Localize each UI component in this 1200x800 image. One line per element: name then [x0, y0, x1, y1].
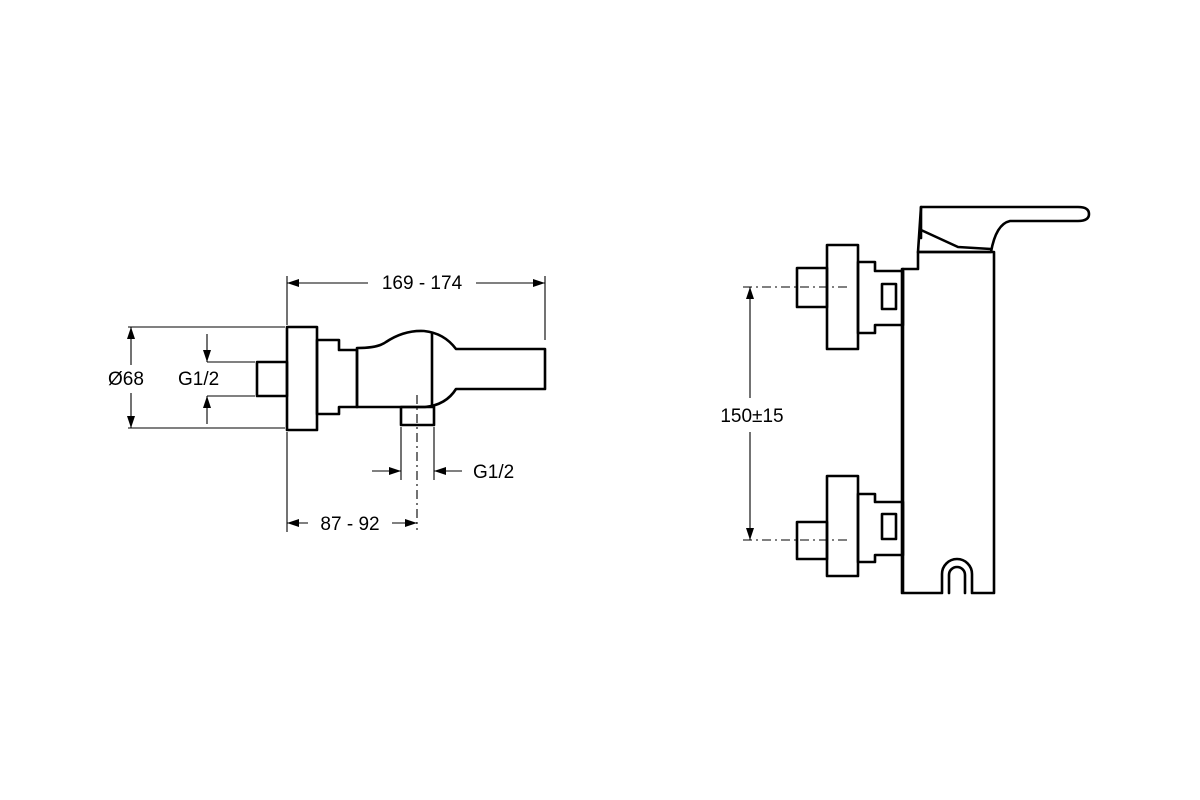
bottom-inlet [795, 474, 905, 578]
overall-length-label: 169 - 174 [382, 273, 463, 294]
flange-neck [315, 338, 359, 416]
dim-outlet-thread: G1/2 [372, 427, 514, 483]
lever-joint [919, 228, 993, 251]
bottom-nut-face [880, 512, 898, 541]
outlet-thread-label: G1/2 [473, 462, 514, 483]
lever-handle [916, 205, 1091, 254]
top-nut-face [880, 282, 898, 311]
front-view: 150±15 [720, 205, 1091, 595]
top-inlet [795, 243, 905, 351]
side-view-body [255, 325, 547, 432]
bottom-nut [856, 492, 905, 564]
inlet-thread-label: G1/2 [178, 369, 219, 390]
arrow-right [533, 279, 545, 287]
dim-outlet-offset: 87 - 92 [286, 395, 418, 535]
bottom-flange [825, 474, 860, 578]
shower-holder-slot [947, 565, 967, 595]
outlet-stub [399, 405, 436, 427]
inlet-stub [255, 360, 289, 398]
inlet-spacing-label: 150±15 [720, 406, 783, 427]
side-view: 169 - 174 Ø68 G1/2 [108, 273, 547, 535]
dim-overall-length: 169 - 174 [286, 273, 546, 340]
diameter-label: Ø68 [108, 369, 144, 390]
dim-inlet-thread: G1/2 [178, 334, 255, 424]
dim-diameter: Ø68 [108, 326, 285, 429]
dim-inlet-spacing: 150±15 [720, 287, 784, 540]
top-flange [825, 243, 860, 351]
arrow-left [287, 279, 299, 287]
top-nut [856, 260, 905, 335]
mixer-body [355, 329, 547, 409]
wall-flange [285, 325, 319, 432]
mixer-front-body [900, 250, 996, 595]
outlet-offset-label: 87 - 92 [320, 514, 379, 535]
